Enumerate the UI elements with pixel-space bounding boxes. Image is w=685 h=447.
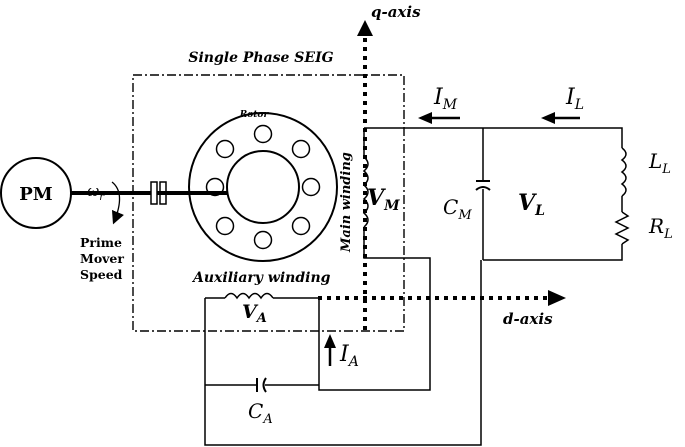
va-label: VA [242,301,267,326]
pm-label: PM [19,184,53,205]
im-label: IM [433,85,458,113]
auxiliary-winding-circuit [204,260,482,446]
load-resistor [614,211,630,245]
rl-label: RL [648,214,673,242]
rotor-label: Rotor [239,110,270,120]
main-winding-circuit [318,127,630,391]
speed-arrow [111,181,124,225]
main-winding-label: Main winding [339,152,354,253]
ll-label: LL [648,149,671,177]
il-label: IL [565,85,584,113]
rotor: Rotor [188,110,338,262]
d-axis: d-axis [318,290,566,328]
vl-label: VL [518,190,545,219]
ca-label: CA [248,399,273,427]
seig-boundary [132,74,405,332]
load-inductor [620,147,627,197]
ia-label: IA [339,342,359,370]
speed-symbol: ωr [87,182,105,203]
speed-caption-3: Speed [80,267,123,282]
main-winding-coil [362,156,369,228]
q-axis-label: q-axis [371,3,421,21]
prime-mover: PM [0,157,72,229]
current-arrows [324,112,580,366]
speed-caption-2: Mover [80,251,124,266]
aux-winding-coil [224,292,274,300]
aux-winding-label: Auxiliary winding [191,270,331,286]
speed-caption-1: Prime [80,235,122,250]
cm-label: CM [443,195,472,223]
d-axis-label: d-axis [503,310,553,328]
seig-title: Single Phase SEIG [188,50,333,66]
q-axis: q-axis [357,3,421,330]
vm-label: VM [367,185,400,214]
